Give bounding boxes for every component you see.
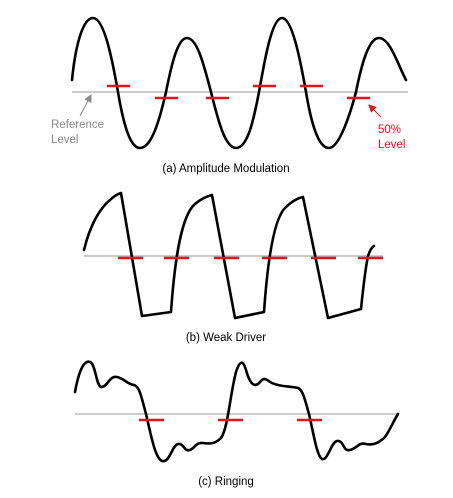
- ringing-wave: [73, 360, 400, 463]
- threshold-arrow: [368, 104, 382, 118]
- weak-driver-wave: [82, 191, 376, 320]
- threshold-markers-a: [107, 84, 370, 100]
- threshold-label-line1: 50%: [378, 124, 401, 136]
- panel-ringing: (c) Ringing: [73, 360, 400, 488]
- caption-c: (c) Ringing: [198, 476, 254, 488]
- caption-b: (b) Weak Driver: [186, 332, 266, 344]
- reference-label-line1: Reference: [51, 119, 104, 131]
- amplitude-modulated-wave: [70, 16, 408, 150]
- panel-amplitude-modulation: Reference Level 50% Level (a) Amplitude …: [51, 16, 408, 175]
- panel-weak-driver: (b) Weak Driver: [82, 191, 383, 344]
- caption-a: (a) Amplitude Modulation: [162, 163, 289, 175]
- threshold-label-line2: Level: [378, 139, 406, 151]
- reference-arrow: [79, 94, 92, 117]
- reference-label-line2: Level: [51, 134, 79, 146]
